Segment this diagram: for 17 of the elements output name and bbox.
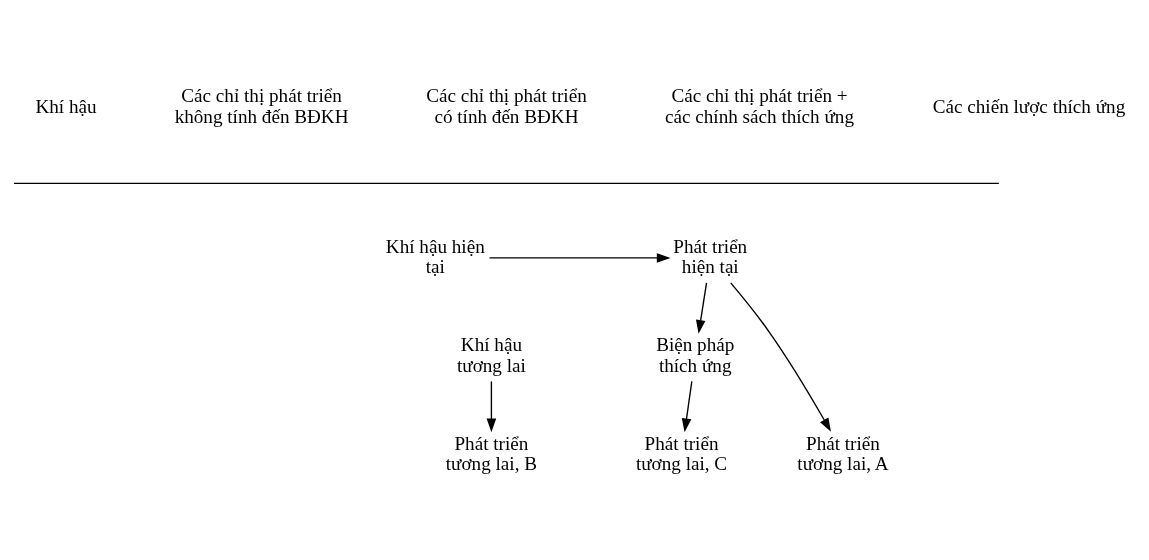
node-text: Phát triển tương lai, A: [797, 432, 889, 474]
node-text: Phát triển tương lai, C: [635, 432, 728, 474]
arrow: [695, 281, 708, 334]
label: Các chiến lược thích ứng: [932, 95, 1126, 117]
arrow: [730, 281, 831, 432]
node-text: Khí hậu tương lai: [456, 333, 526, 376]
arrow: [681, 380, 693, 432]
arrow: [488, 252, 671, 263]
label: Các chỉ thị phát triển có tính đến BĐKH: [426, 84, 587, 127]
label: Khí hậu: [35, 95, 97, 117]
node-text: Khí hậu hiện tại: [385, 235, 485, 277]
node-text: Phát triển tương lai, B: [445, 432, 538, 474]
label: Các chỉ thị phát triển không tính đến BĐKH: [174, 84, 349, 127]
label: Các chỉ thị phát triển + các chính sách thích ứng: [665, 84, 854, 127]
node-text: Biện pháp thích ứng: [656, 333, 735, 376]
node-text: Phát triển hiện tại: [673, 235, 748, 277]
arrow: [486, 380, 497, 432]
